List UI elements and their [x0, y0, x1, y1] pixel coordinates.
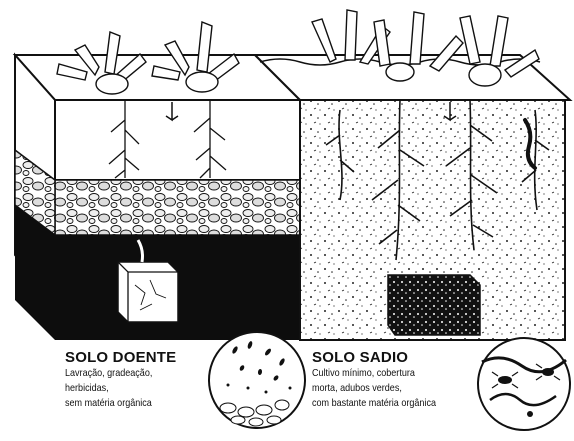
sick-soil-title: SOLO DOENTE [65, 349, 176, 366]
sick-soil-line-2: herbicidas, [65, 381, 161, 396]
sick-soil-line-1: Lavração, gradeação, [65, 366, 161, 381]
healthy-soil-block [255, 10, 570, 340]
sick-soil-line-3: sem matéria orgânica [65, 396, 161, 411]
healthy-soil-line-3: com bastante matéria orgânica [312, 396, 436, 411]
healthy-soil-caption: SOLO SADIO Cultivo mínimo, cobertura mor… [312, 349, 456, 411]
healthy-soil-magnifier [478, 338, 570, 430]
healthy-soil-line-1: Cultivo mínimo, cobertura [312, 366, 436, 381]
sick-soil-block [15, 22, 300, 340]
sick-soil-caption: SOLO DOENTE Lavração, gradeação, herbici… [65, 349, 176, 411]
healthy-soil-title: SOLO SADIO [312, 349, 456, 366]
sick-soil-magnifier [209, 332, 305, 428]
healthy-soil-line-2: morta, adubos verdes, [312, 381, 436, 396]
